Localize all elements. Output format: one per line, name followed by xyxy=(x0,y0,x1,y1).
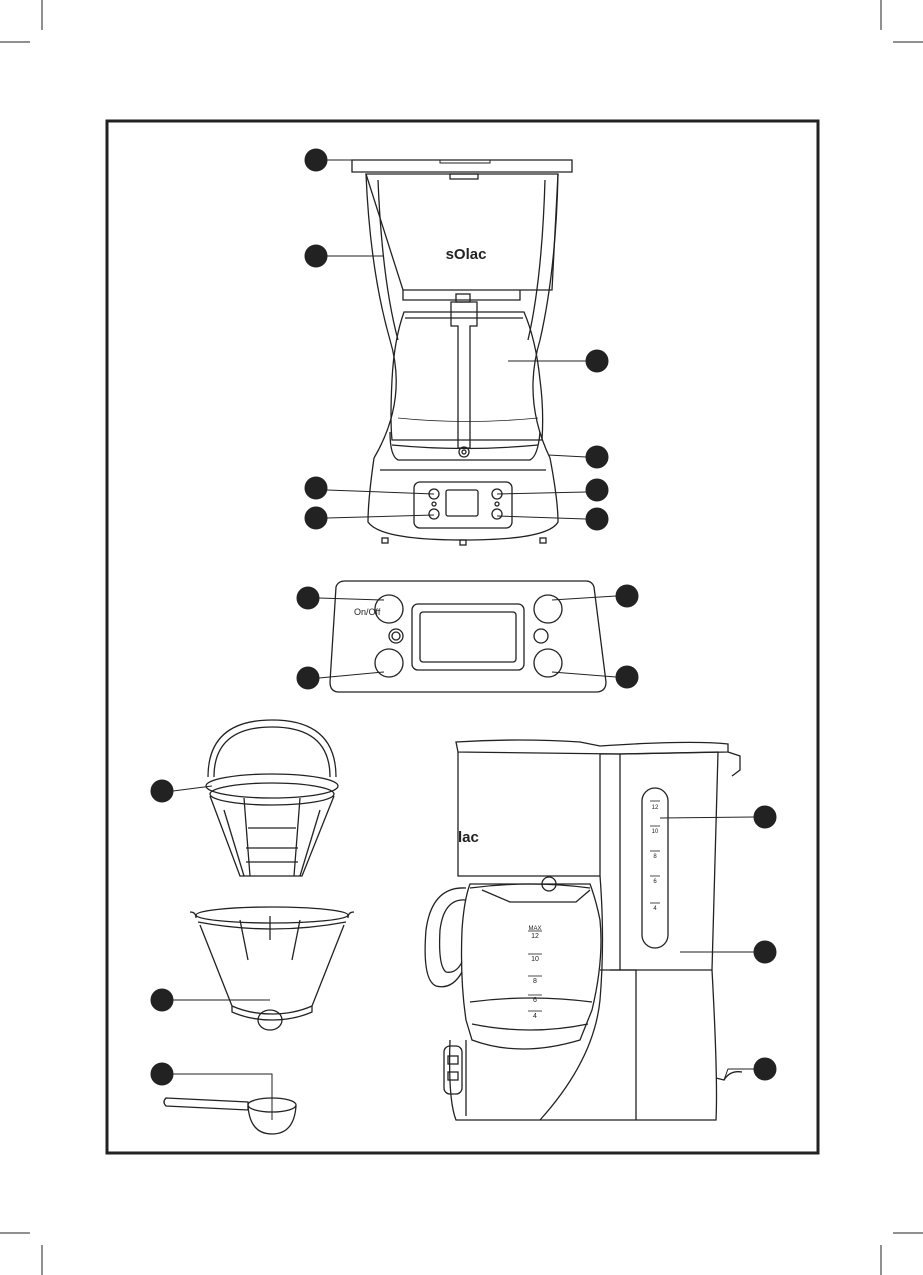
side-column xyxy=(366,174,396,458)
program-indicator xyxy=(534,629,548,643)
control-panel-detail xyxy=(330,581,606,692)
carafe-mark-8: 8 xyxy=(533,978,537,985)
water-gauge-scale: 12 10 8 6 4 xyxy=(650,801,660,912)
callout-filter xyxy=(151,780,212,802)
callout-spoon xyxy=(151,1063,272,1120)
on-off-label: On/Off xyxy=(354,607,381,617)
warming-plate xyxy=(390,432,540,460)
carafe-scale: MAX 12 10 8 6 4 xyxy=(528,926,542,1020)
display-screen xyxy=(412,604,524,670)
carafe-mark-6: 6 xyxy=(533,997,537,1004)
carafe-handle xyxy=(451,302,477,448)
gauge-mark-12: 12 xyxy=(652,805,659,811)
diagram-frame xyxy=(107,121,818,1153)
gauge-mark-4: 4 xyxy=(653,906,657,912)
side-carafe xyxy=(462,884,602,1049)
gauge-mark-6: 6 xyxy=(653,879,657,885)
power-indicator xyxy=(389,629,403,643)
gauge-mark-8: 8 xyxy=(653,854,657,860)
measuring-spoon xyxy=(164,1098,296,1134)
front-logo: sOlac xyxy=(446,246,487,263)
water-gauge xyxy=(642,788,668,948)
permanent-filter xyxy=(206,720,338,876)
carafe-mark-4: 4 xyxy=(533,1013,537,1020)
callouts-side xyxy=(660,806,776,1080)
callout-holder xyxy=(151,989,270,1011)
front-view xyxy=(352,160,572,545)
callouts-front xyxy=(305,149,608,530)
side-view xyxy=(425,740,742,1120)
callouts-panel xyxy=(297,585,638,689)
carafe xyxy=(391,312,543,440)
filter-holder xyxy=(190,907,354,1030)
water-tank-head xyxy=(366,174,558,290)
lid xyxy=(352,160,572,172)
carafe-mark-10: 10 xyxy=(531,956,539,963)
power-cord xyxy=(716,1072,742,1080)
carafe-mark-12: 12 xyxy=(531,933,539,940)
gauge-mark-10: 10 xyxy=(652,829,659,835)
side-logo: lac xyxy=(458,829,479,846)
